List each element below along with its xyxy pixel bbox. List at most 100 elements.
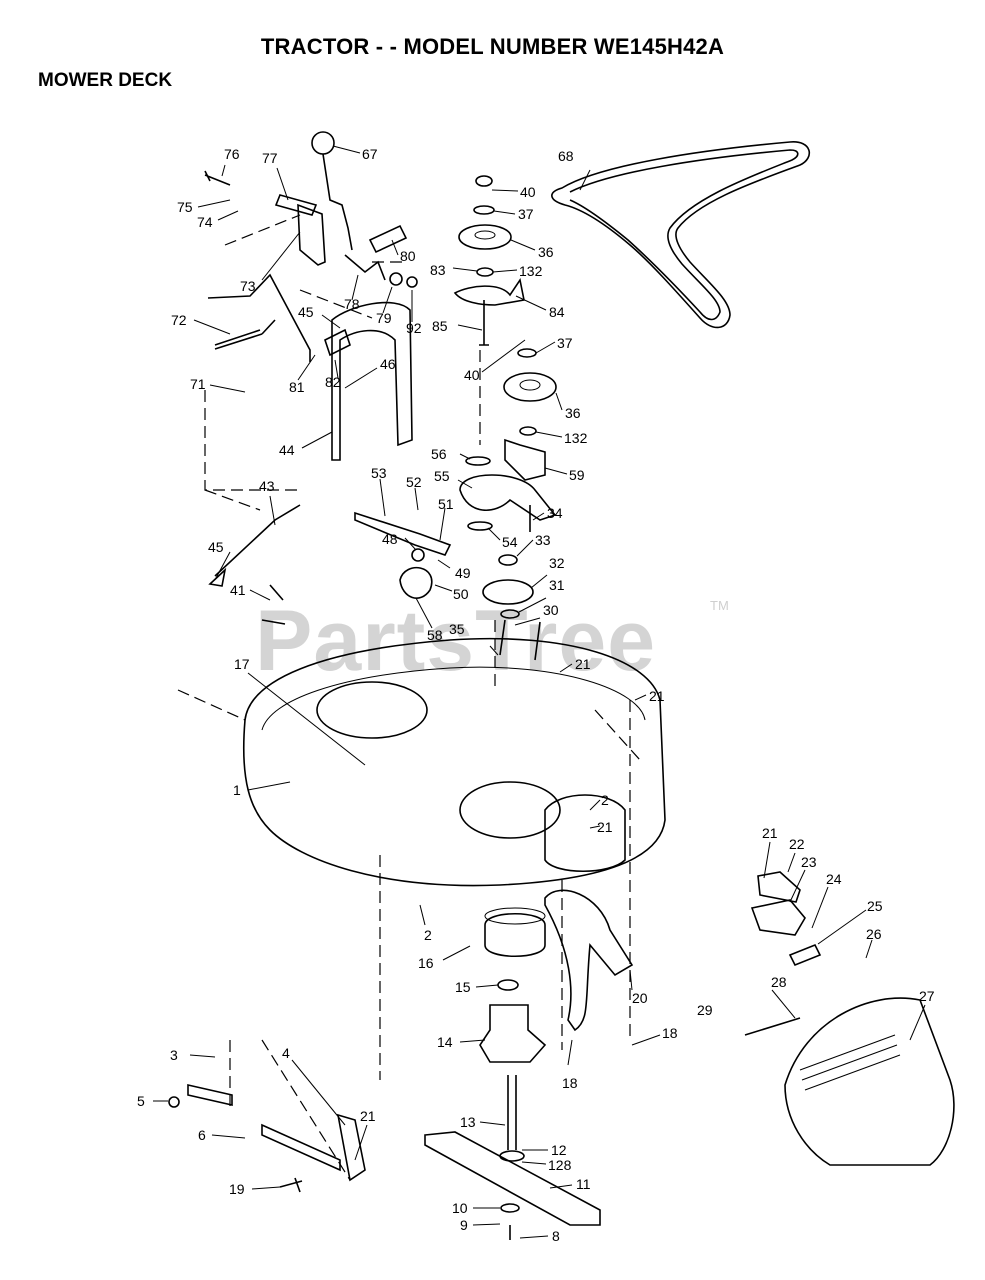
callout-45-upper: 45 bbox=[298, 304, 314, 320]
spindle-opening-left bbox=[316, 681, 428, 739]
nut-92 bbox=[406, 276, 418, 288]
idler-arm-53 bbox=[354, 511, 452, 556]
callout-43: 43 bbox=[259, 478, 275, 494]
bracket-78 bbox=[344, 254, 386, 281]
spring-25 bbox=[788, 943, 822, 967]
callout-49: 49 bbox=[455, 565, 471, 581]
pulley-36-lower bbox=[503, 372, 557, 402]
callout-19: 19 bbox=[229, 1181, 245, 1197]
spring-72 bbox=[214, 319, 276, 350]
callout-21-deck-front: 21 bbox=[597, 819, 613, 835]
callout-2-bottom: 2 bbox=[424, 927, 432, 943]
trademark-mark: TM bbox=[710, 598, 729, 613]
callout-12: 12 bbox=[551, 1142, 567, 1158]
callout-11: 11 bbox=[576, 1176, 591, 1192]
callout-78: 78 bbox=[344, 296, 360, 312]
callout-21-chute: 21 bbox=[762, 825, 778, 841]
left-guide-line bbox=[204, 390, 300, 511]
callout-21-deck: 21 bbox=[575, 656, 591, 672]
nut-40 bbox=[475, 175, 493, 187]
spindle-14 bbox=[479, 1004, 547, 1063]
mower-deck-1 bbox=[242, 637, 666, 887]
bolt-85 bbox=[479, 300, 489, 346]
callout-34: 34 bbox=[547, 505, 563, 521]
callout-79: 79 bbox=[376, 310, 392, 326]
bracket-22 bbox=[757, 871, 801, 903]
plate-77 bbox=[274, 194, 318, 216]
callout-37-upper: 37 bbox=[518, 206, 534, 222]
callout-84: 84 bbox=[549, 304, 565, 320]
callout-26: 26 bbox=[866, 926, 882, 942]
callout-22: 22 bbox=[789, 836, 805, 852]
link-82 bbox=[324, 328, 351, 357]
hook-45 bbox=[208, 567, 227, 587]
callout-2-deck: 2 bbox=[601, 792, 609, 808]
hub-12 bbox=[499, 1150, 525, 1162]
callout-10: 10 bbox=[452, 1200, 468, 1216]
callout-85: 85 bbox=[432, 318, 448, 334]
washer-54 bbox=[467, 521, 493, 531]
callout-128: 128 bbox=[548, 1157, 572, 1173]
callout-41: 41 bbox=[230, 582, 246, 598]
bracket-59 bbox=[504, 438, 546, 481]
callout-46: 46 bbox=[380, 356, 396, 372]
callout-36-lower: 36 bbox=[565, 405, 581, 421]
callout-48: 48 bbox=[382, 531, 398, 547]
callout-80: 80 bbox=[400, 248, 416, 264]
callout-59: 59 bbox=[569, 467, 585, 483]
callout-5: 5 bbox=[137, 1093, 145, 1109]
mower-deck-1-rim bbox=[261, 666, 646, 731]
callout-132-upper: 132 bbox=[519, 263, 543, 279]
washer-79 bbox=[389, 272, 403, 286]
callout-17: 17 bbox=[234, 656, 250, 672]
spacer-132 bbox=[519, 426, 537, 436]
callout-29: 29 bbox=[697, 1002, 713, 1018]
bolt-76 bbox=[204, 170, 231, 186]
washer-48 bbox=[411, 548, 425, 562]
pulley-36-lower-hub bbox=[519, 379, 541, 391]
idler-bracket-55 bbox=[459, 474, 557, 521]
drive-belt-68-inner bbox=[569, 149, 799, 321]
spindle-shaft-13 bbox=[507, 1075, 517, 1150]
callout-16: 16 bbox=[418, 955, 434, 971]
callout-21-deck-right: 21 bbox=[649, 688, 665, 704]
callout-8: 8 bbox=[552, 1228, 560, 1244]
washer-56 bbox=[465, 456, 491, 466]
callout-28: 28 bbox=[771, 974, 787, 990]
callout-37-lower: 37 bbox=[557, 335, 573, 351]
pivot-bracket-73 bbox=[297, 203, 326, 266]
pulley-36-upper bbox=[458, 224, 512, 250]
callout-132-lower: 132 bbox=[564, 430, 588, 446]
spacer-83 bbox=[476, 267, 494, 277]
callout-58: 58 bbox=[427, 627, 443, 643]
deck-guide-lines bbox=[177, 689, 641, 1080]
blade-11 bbox=[424, 1131, 601, 1226]
callout-76: 76 bbox=[224, 146, 240, 162]
callout-23: 23 bbox=[801, 854, 817, 870]
washer-37-lower bbox=[517, 348, 537, 358]
callout-14: 14 bbox=[437, 1034, 453, 1050]
callout-35: 35 bbox=[449, 621, 465, 637]
callout-73: 73 bbox=[240, 278, 256, 294]
spindle-housing-16 bbox=[484, 912, 546, 958]
callout-51: 51 bbox=[438, 496, 454, 512]
washer-31 bbox=[500, 609, 520, 619]
callout-81: 81 bbox=[289, 379, 305, 395]
callout-24: 24 bbox=[826, 871, 842, 887]
callout-32: 32 bbox=[549, 555, 565, 571]
callout-1: 1 bbox=[233, 782, 241, 798]
callout-31: 31 bbox=[549, 577, 565, 593]
callout-27: 27 bbox=[919, 988, 935, 1004]
rod-29 bbox=[744, 1017, 801, 1036]
callout-40-lower: 40 bbox=[464, 367, 480, 383]
callout-leader-lines bbox=[153, 145, 926, 1239]
callout-20: 20 bbox=[632, 990, 648, 1006]
washer-37 bbox=[473, 205, 495, 215]
callout-55: 55 bbox=[434, 468, 450, 484]
nut-5 bbox=[168, 1096, 180, 1108]
washer-10 bbox=[500, 1203, 520, 1213]
pulley-centre-line bbox=[479, 350, 496, 690]
shift-knob-67 bbox=[311, 131, 335, 155]
callout-50: 50 bbox=[453, 586, 469, 602]
callout-40-upper: 40 bbox=[520, 184, 536, 200]
